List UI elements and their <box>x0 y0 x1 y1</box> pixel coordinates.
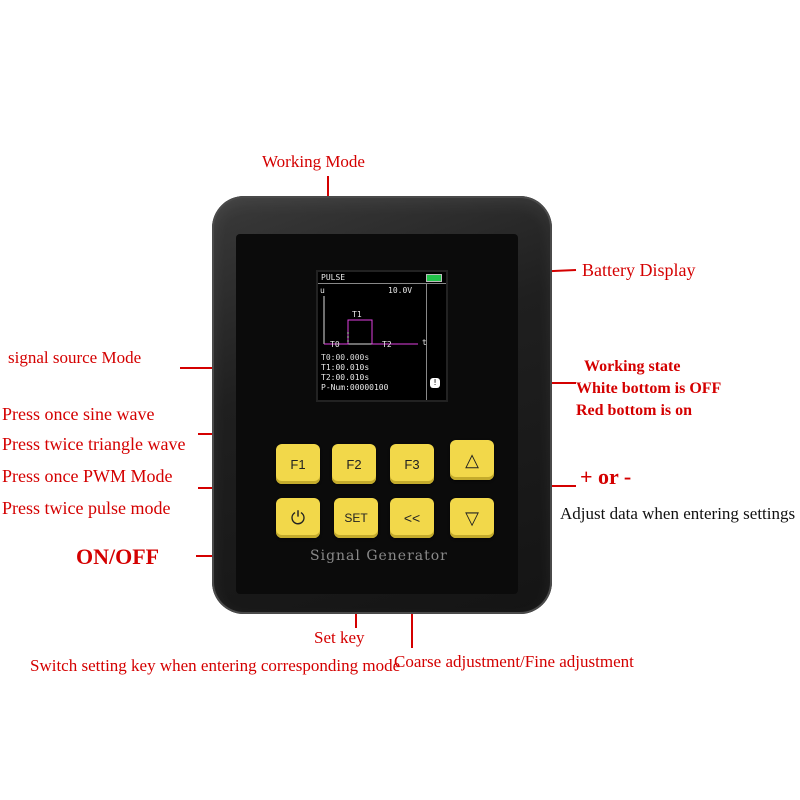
power-key[interactable]: ⏻ <box>276 498 320 538</box>
t0-value: T0:00.000s <box>321 353 370 362</box>
down-key[interactable]: ▽ <box>450 498 494 538</box>
annotation-signal-source-mode: signal source Mode <box>8 348 142 367</box>
pulse-waveform <box>323 296 418 345</box>
f2-key[interactable]: F2 <box>332 444 376 484</box>
annotation-coarse-fine: Coarse adjustment/Fine adjustment <box>394 652 634 671</box>
f3-key[interactable]: F3 <box>390 444 434 484</box>
annotation-working-state: Working state <box>584 358 681 375</box>
set-key[interactable]: SET <box>334 498 378 538</box>
annotation-sine: Press once sine wave <box>2 404 155 424</box>
screen-divider <box>318 283 446 284</box>
annotation-onoff: ON/OFF <box>76 544 160 569</box>
t0-marker-label: T0 <box>330 340 340 349</box>
working-state-icon: ! <box>430 378 440 388</box>
annotation-battery-display: Battery Display <box>582 260 696 280</box>
up-key[interactable]: △ <box>450 440 494 480</box>
t1-value: T1:00.010s <box>321 363 370 372</box>
annotation-set-key: Set key <box>314 628 365 647</box>
annotation-red-bottom: Red bottom is on <box>576 402 693 419</box>
voltage-value: 10.0V <box>388 286 413 295</box>
annotation-pulse: Press twice pulse mode <box>2 498 171 518</box>
back-key[interactable]: << <box>390 498 434 538</box>
annotation-switch-setting: Switch setting key when entering corresp… <box>30 656 401 675</box>
t2-marker-label: T2 <box>382 340 392 349</box>
battery-icon <box>426 274 442 282</box>
annotation-working-mode: Working Mode <box>262 152 365 171</box>
t2-value: T2:00.010s <box>321 373 370 382</box>
annotation-adjust: Adjust data when entering settings <box>560 504 796 523</box>
t1-marker-label: T1 <box>352 310 362 319</box>
device-brand-label: Signal Generator <box>310 548 448 564</box>
annotation-pwm: Press once PWM Mode <box>2 466 173 486</box>
annotation-triangle: Press twice triangle wave <box>2 434 186 454</box>
annotation-plus-minus: + or - <box>580 464 632 489</box>
annotation-white-bottom: White bottom is OFF <box>576 380 722 397</box>
axis-u-label: u <box>320 286 325 295</box>
screen-mode-label: PULSE <box>321 273 346 282</box>
pulse-count-value: P-Num:00000100 <box>321 383 389 392</box>
device-screen: PULSE u 10.0V T1 t T0 T2 T0:00.000s T1:0… <box>316 270 448 402</box>
f1-key[interactable]: F1 <box>276 444 320 484</box>
screen-side-divider <box>426 284 427 400</box>
axis-t-label: t <box>422 338 427 347</box>
